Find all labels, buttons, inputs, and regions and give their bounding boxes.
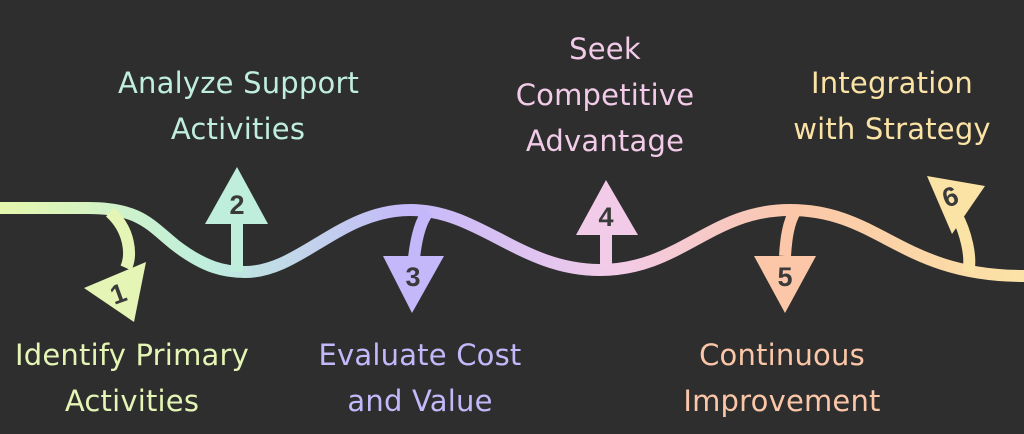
step-4-label-line-3: Advantage <box>525 124 685 158</box>
step-6-label: Integration with Strategy <box>782 60 1002 152</box>
step-3-label-line-2: and Value <box>347 384 493 418</box>
step-4-number: 4 <box>598 202 613 232</box>
step-6-marker: 6 <box>927 176 985 274</box>
step-2-marker: 2 <box>205 167 268 272</box>
step-3-label-line-1: Evaluate Cost <box>318 338 522 372</box>
step-5-label-line-2: Improvement <box>683 384 881 418</box>
step-1-label: Identify Primary Activities <box>12 332 252 424</box>
step-4-marker: 4 <box>576 180 638 270</box>
step-1-label-line-2: Activities <box>64 384 200 418</box>
step-1-label-line-1: Identify Primary <box>15 338 249 372</box>
step-1-marker: 1 <box>84 207 146 322</box>
step-6-label-line-2: with Strategy <box>793 112 991 146</box>
step-3-marker: 3 <box>383 208 444 313</box>
step-5-label: Continuous Improvement <box>672 332 892 424</box>
step-6-label-line-1: Integration <box>811 66 973 100</box>
step-5-label-line-1: Continuous <box>699 338 865 372</box>
step-4-label-line-1: Seek <box>569 32 641 66</box>
step-2-label: Analyze Support Activities <box>118 60 360 152</box>
step-2-number: 2 <box>229 190 244 220</box>
step-4-label-line-2: Competitive <box>515 78 695 112</box>
step-4-label: Seek Competitive Advantage <box>500 26 710 164</box>
step-2-label-line-2: Activities <box>170 112 306 146</box>
step-5-marker: 5 <box>754 206 816 313</box>
step-5-number: 5 <box>777 262 792 292</box>
wave-line <box>0 202 1024 282</box>
step-3-label: Evaluate Cost and Value <box>310 332 530 424</box>
step-2-label-line-1: Analyze Support <box>118 66 360 100</box>
step-3-number: 3 <box>405 262 420 292</box>
